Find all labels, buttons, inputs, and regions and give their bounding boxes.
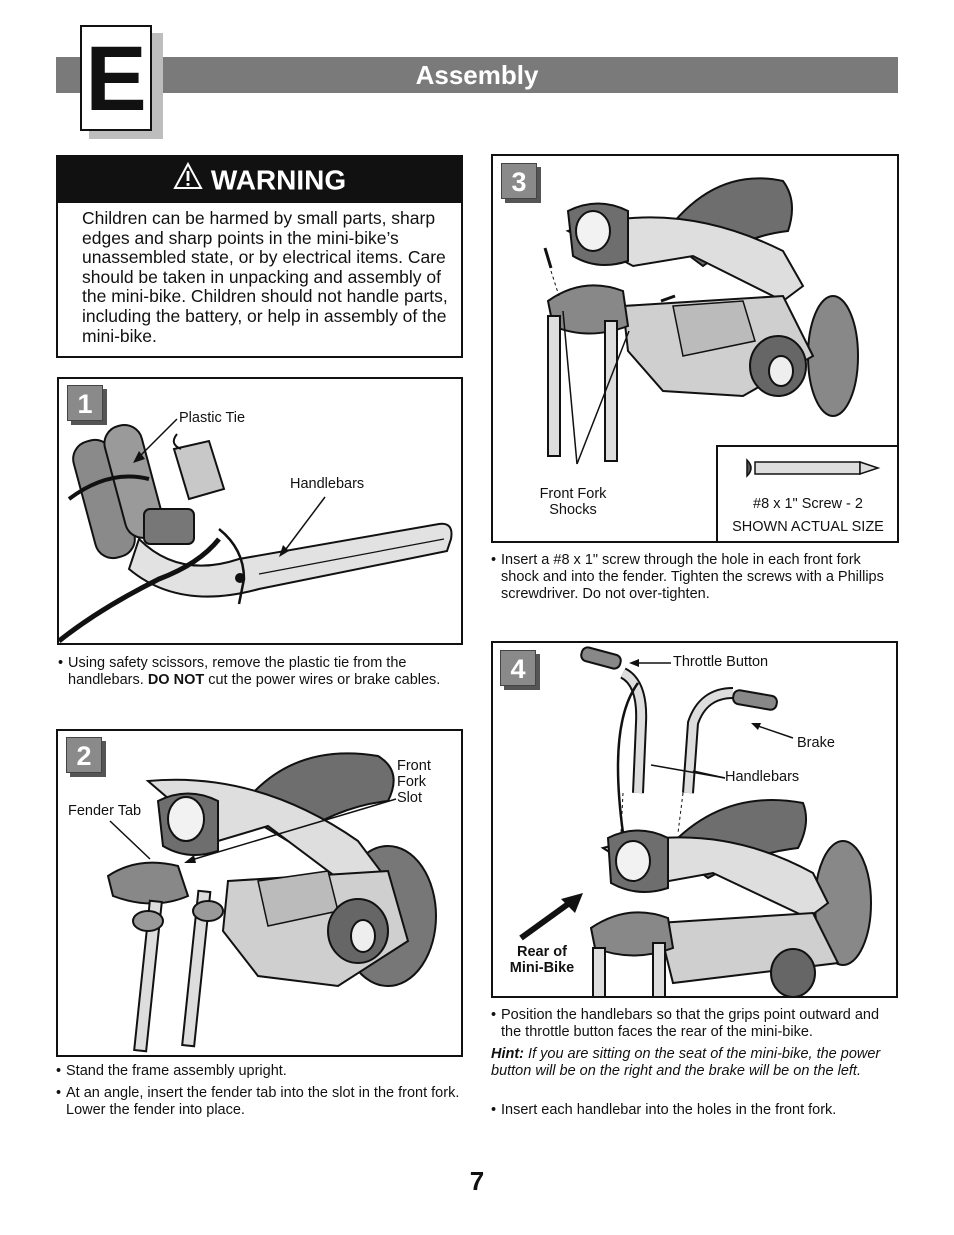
screw-caption: #8 x 1" Screw - 2 xyxy=(753,496,863,512)
page-title: Assembly xyxy=(415,60,539,90)
rear-of-bike-label-1: Rear of xyxy=(517,944,567,960)
step4-instruction-2-text: Insert each handlebar into the holes in … xyxy=(501,1102,837,1118)
bullet: • xyxy=(491,552,497,568)
step4-bike-illustration xyxy=(519,646,872,996)
step1-instruction-tail: cut the power wires or brake cables. xyxy=(204,672,441,688)
page-number: 7 xyxy=(469,1166,485,1196)
step4-instruction-1: • Position the handlebars so that the gr… xyxy=(491,1007,899,1041)
front-fork-shocks-label-2: Shocks xyxy=(549,502,597,518)
step1-panel xyxy=(57,377,463,645)
screw-icon xyxy=(746,458,881,478)
step3-number: 3 xyxy=(501,163,537,199)
front-fork-shocks-label-1: Front Fork xyxy=(539,486,607,502)
step2-instruction-2: • At an angle, insert the fender tab int… xyxy=(56,1085,466,1119)
plastic-tie-label: Plastic Tie xyxy=(179,410,246,426)
bullet: • xyxy=(491,1102,497,1118)
handlebars-label: Handlebars xyxy=(725,769,800,785)
front-fork-slot-label-3: Slot xyxy=(397,790,422,806)
bullet: • xyxy=(491,1007,497,1023)
step1-instruction-text: Using safety scissors, remove the plasti… xyxy=(68,655,407,688)
step2-number: 2 xyxy=(66,737,102,773)
step4-panel xyxy=(491,641,898,998)
step1-instruction-bold: DO NOT xyxy=(147,672,205,688)
step3-bike-illustration xyxy=(543,177,897,541)
step3-instruction: • Insert a #8 x 1" screw through the hol… xyxy=(491,552,899,603)
step4-hint: Hint: If you are sitting on the seat of … xyxy=(491,1046,883,1080)
step3-instruction-text: Insert a #8 x 1" screw through the hole … xyxy=(501,552,884,602)
step4-instruction-2: • Insert each handlebar into the holes i… xyxy=(491,1102,899,1119)
hint-label: Hint: xyxy=(491,1046,525,1062)
hint-text: If you are sitting on the seat of the mi… xyxy=(491,1046,881,1079)
header-bar xyxy=(56,57,898,93)
rear-of-bike-label-2: Mini-Bike xyxy=(509,960,575,976)
bullet: • xyxy=(56,1063,62,1079)
step1-handlebar-illustration xyxy=(59,418,453,643)
step2-instruction-1-text: Stand the frame assembly upright. xyxy=(66,1063,287,1079)
front-fork-slot-label-1: Front xyxy=(397,758,431,774)
warning-title: WARNING xyxy=(210,164,347,196)
step1-instruction: • Using safety scissors, remove the plas… xyxy=(58,655,468,689)
front-fork-slot-label-2: Fork xyxy=(397,774,426,790)
section-letter: E xyxy=(80,25,152,131)
step4-instruction-1-text: Position the handlebars so that the grip… xyxy=(501,1007,880,1040)
bullet: • xyxy=(58,655,64,671)
fender-tab-label: Fender Tab xyxy=(68,803,142,819)
brake-label: Brake xyxy=(797,735,835,751)
screw-note: SHOWN ACTUAL SIZE xyxy=(732,519,884,535)
throttle-button-label: Throttle Button xyxy=(673,654,769,670)
warning-triangle-icon xyxy=(173,157,203,205)
warning-header: WARNING xyxy=(56,155,463,203)
step2-panel xyxy=(56,729,463,1057)
step4-number: 4 xyxy=(500,650,536,686)
step2-instruction-1: • Stand the frame assembly upright. xyxy=(56,1063,466,1080)
warning-text: Children can be harmed by small parts, s… xyxy=(82,208,448,346)
handlebars-label: Handlebars xyxy=(290,476,365,492)
step2-instruction-2-text: At an angle, insert the fender tab into … xyxy=(66,1085,460,1118)
step3-panel xyxy=(491,154,899,543)
step2-bike-illustration xyxy=(106,752,437,1053)
bullet: • xyxy=(56,1085,62,1101)
step1-number: 1 xyxy=(67,385,103,421)
